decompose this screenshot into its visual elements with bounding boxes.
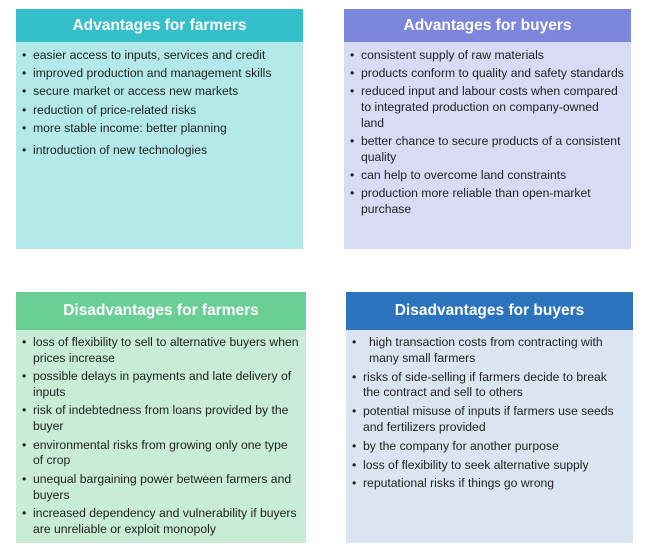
- disadvantages-farmers-title: Disadvantages for farmers: [16, 292, 306, 330]
- list-item: high transaction costs from contracting …: [352, 335, 627, 367]
- list-item: reduction of price-related risks: [22, 103, 297, 119]
- list-item: loss of flexibility to sell to alternati…: [22, 335, 300, 367]
- list-item: products conform to quality and safety s…: [350, 66, 625, 82]
- list-item: easier access to inputs, services and cr…: [22, 48, 297, 64]
- list-item: risks of side-selling if farmers decide …: [352, 370, 627, 402]
- list-item: unequal bargaining power between farmers…: [22, 472, 300, 504]
- advantages-farmers-box: Advantages for farmers easier access to …: [16, 9, 303, 249]
- disadvantages-buyers-list: high transaction costs from contracting …: [346, 330, 633, 492]
- disadvantages-buyers-title: Disadvantages for buyers: [346, 292, 633, 330]
- list-item: increased dependency and vulnerability i…: [22, 506, 300, 538]
- list-item: secure market or access new markets: [22, 84, 297, 100]
- list-item: reputational risks if things go wrong: [352, 476, 627, 492]
- list-item: better chance to secure products of a co…: [350, 134, 625, 166]
- list-item: more stable income: better planning: [22, 121, 297, 137]
- list-item: improved production and management skill…: [22, 66, 297, 82]
- list-item: reduced input and labour costs when comp…: [350, 84, 625, 131]
- disadvantages-farmers-list: loss of flexibility to sell to alternati…: [16, 330, 306, 538]
- disadvantages-farmers-box: Disadvantages for farmers loss of flexib…: [16, 292, 306, 543]
- list-item: introduction of new technologies: [22, 143, 297, 159]
- list-item: can help to overcome land constraints: [350, 168, 625, 184]
- advantages-farmers-title: Advantages for farmers: [16, 9, 303, 42]
- list-item: loss of flexibility to seek alternative …: [352, 458, 627, 474]
- list-item: environmental risks from growing only on…: [22, 438, 300, 470]
- advantages-farmers-list: easier access to inputs, services and cr…: [16, 42, 303, 158]
- list-item: by the company for another purpose: [352, 439, 627, 455]
- list-item: risk of indebtedness from loans provided…: [22, 403, 300, 435]
- advantages-buyers-title: Advantages for buyers: [344, 9, 631, 42]
- list-item: production more reliable than open-marke…: [350, 186, 625, 218]
- list-item: potential misuse of inputs if farmers us…: [352, 404, 627, 436]
- advantages-buyers-box: Advantages for buyers consistent supply …: [344, 9, 631, 249]
- advantages-buyers-list: consistent supply of raw materials produ…: [344, 42, 631, 218]
- disadvantages-buyers-box: Disadvantages for buyers high transactio…: [346, 292, 633, 543]
- list-item: possible delays in payments and late del…: [22, 369, 300, 401]
- list-item: consistent supply of raw materials: [350, 48, 625, 64]
